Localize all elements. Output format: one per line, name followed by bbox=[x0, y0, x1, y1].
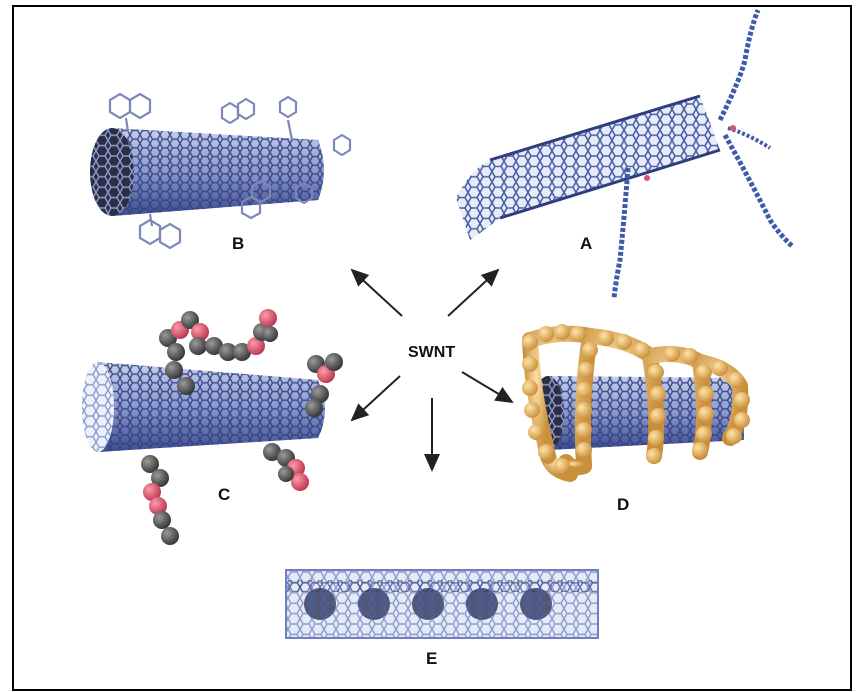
panel-a-label: A bbox=[580, 234, 592, 253]
panel-d-label: D bbox=[617, 495, 629, 514]
nanotube-filled-with-fullerenes-icon bbox=[286, 570, 598, 638]
panel-e-label: E bbox=[426, 649, 437, 668]
panel-c-label: C bbox=[218, 485, 230, 504]
panel-b-label: B bbox=[232, 234, 244, 253]
swnt-center-label: SWNT bbox=[408, 344, 455, 361]
